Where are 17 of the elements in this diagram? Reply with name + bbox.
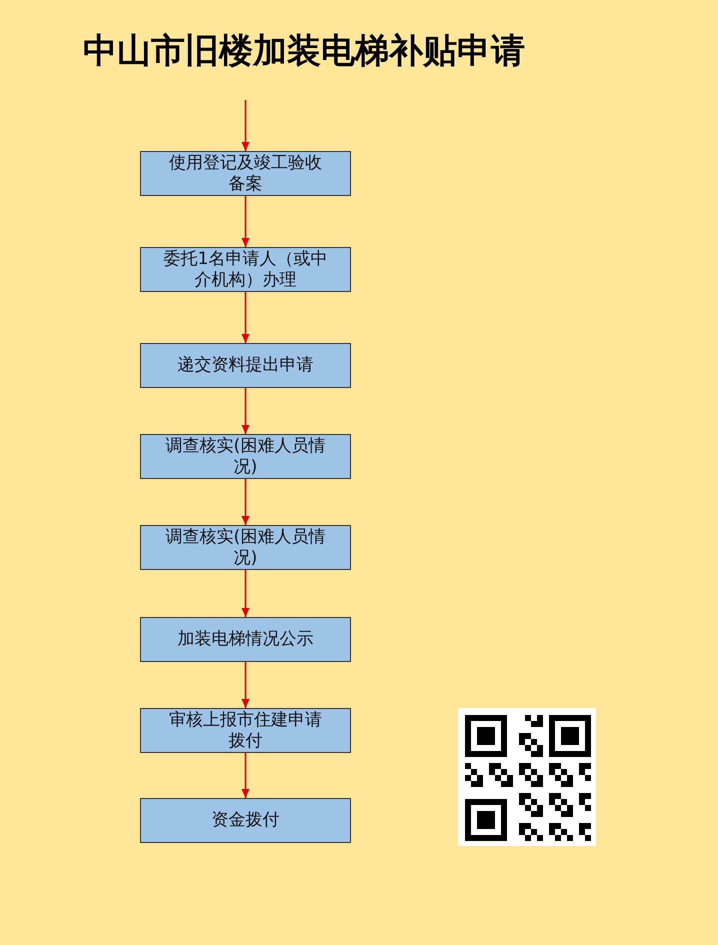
process-box: 调查核实(困难人员情况) xyxy=(140,434,351,479)
process-box: 委托1名申请人（或中介机构）办理 xyxy=(140,247,351,292)
arrow xyxy=(242,570,250,617)
arrow xyxy=(242,753,250,798)
process-box: 审核上报市住建申请拨付 xyxy=(140,708,351,753)
arrow xyxy=(242,100,250,151)
process-box: 递交资料提出申请 xyxy=(140,343,351,388)
arrow xyxy=(242,196,250,247)
arrow xyxy=(242,292,250,343)
process-box: 调查核实(困难人员情况) xyxy=(140,525,351,570)
arrow xyxy=(242,479,250,525)
process-box: 使用登记及竣工验收备案 xyxy=(140,151,351,196)
process-box: 资金拨付 xyxy=(140,798,351,843)
process-box: 加装电梯情况公示 xyxy=(140,617,351,662)
title: 中山市旧楼加装电梯补贴申请 xyxy=(83,30,525,73)
arrow xyxy=(242,388,250,434)
arrow xyxy=(242,662,250,708)
